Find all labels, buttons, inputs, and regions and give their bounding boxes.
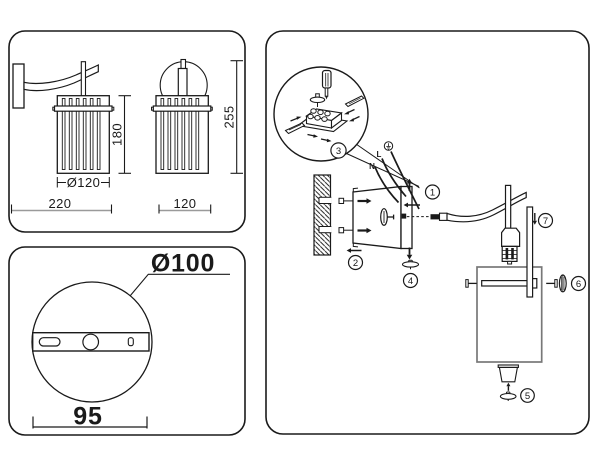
step-4-badge: 4: [402, 272, 419, 289]
bar-screw-left: [465, 279, 477, 288]
wall-plate: [12, 63, 25, 109]
center-hole: [82, 333, 100, 351]
side-dimensions: 255 120: [158, 60, 243, 214]
earth-wire: [390, 151, 420, 210]
locking-washer: [401, 259, 420, 270]
base-panel: Ø100 95: [8, 246, 246, 436]
earth-icon: [383, 141, 394, 151]
screw-direction-arrow: [357, 227, 372, 234]
mounting-bracket: [338, 178, 431, 250]
shade-slats: [160, 98, 200, 170]
step-2-arrow: [346, 248, 362, 253]
svg-text:4: 4: [408, 276, 413, 287]
shade-slats: [61, 98, 101, 170]
front-width-label: 220: [49, 196, 72, 211]
diameter-leader-line: [129, 273, 230, 297]
inset-leader-line: [346, 153, 420, 187]
svg-text:3: 3: [336, 146, 341, 157]
side-width-label: 120: [174, 196, 197, 211]
base-diameter-label: Ø100: [151, 250, 215, 278]
svg-text:5: 5: [525, 391, 530, 402]
step-1-arrow: [403, 202, 420, 208]
cable-lug-icons: [284, 95, 365, 135]
neutral-wire: [374, 166, 400, 204]
screw-direction-arrow: [357, 198, 372, 204]
terminal-block-icon: [296, 108, 349, 133]
step-3-badge: 3: [330, 142, 347, 159]
svg-text:1: 1: [430, 187, 435, 198]
finial-nut: [499, 391, 517, 401]
wall-notch: [318, 196, 332, 204]
screwdriver-icon: [321, 69, 332, 100]
lamp-front-view: [12, 61, 115, 174]
svg-text:7: 7: [543, 216, 548, 227]
dimensions-panel: 180 Ø120 220: [8, 30, 246, 233]
small-hole: [127, 337, 134, 347]
base-width-label: 95: [73, 403, 102, 431]
corner-tab: [352, 187, 359, 192]
wiring-detail-inset: [273, 66, 369, 162]
curved-arm: [446, 191, 527, 223]
wall-notch: [318, 226, 332, 234]
drop-rod: [504, 184, 512, 229]
step-5-arrow: [506, 382, 511, 391]
rail-hole: [401, 213, 407, 219]
step-5-badge: 5: [520, 388, 535, 403]
arm-collar: [438, 212, 448, 221]
bar-screw-right: [546, 279, 558, 288]
front-diameter-label: Ø120: [67, 175, 100, 190]
rod-block: [177, 67, 188, 97]
socket-nub: [507, 260, 513, 265]
step-7-badge: 7: [537, 212, 554, 229]
knurled-nut: [558, 274, 567, 293]
wall-section: [313, 174, 332, 256]
base-width-dimension: 95: [32, 403, 148, 431]
step-2-badge: 2: [347, 254, 364, 271]
screw-washer-icon: [309, 93, 326, 107]
socket-thread: [501, 245, 518, 262]
slot-hole: [38, 337, 61, 347]
socket-cup: [501, 227, 521, 247]
arm-threaded-tip: [430, 214, 440, 220]
step-6-badge: 6: [570, 275, 587, 292]
step-7-arrow: [532, 213, 537, 225]
supply-wires: [374, 141, 420, 210]
side-height-label: 255: [222, 106, 237, 129]
live-wire: [381, 158, 407, 198]
neutral-wire-label: N: [369, 162, 375, 171]
step-1-badge: 1: [424, 184, 441, 200]
base-circle: [31, 281, 153, 403]
bracket-rail: [400, 185, 413, 250]
shade-assembly: [465, 206, 567, 383]
arm-assembly: [430, 184, 527, 265]
insert-direction-arrows: [290, 108, 360, 143]
dimensions-panel-border: [8, 30, 246, 233]
mounting-screw: [338, 227, 353, 234]
svg-text:6: 6: [576, 279, 581, 290]
side-screw: [380, 208, 395, 226]
bottom-neck: [497, 364, 519, 383]
decor-rod: [526, 206, 534, 298]
front-dimensions: 180 Ø120 220: [10, 95, 131, 214]
installation-panel: L N 1 2 3: [265, 30, 590, 435]
corner-tab: [352, 243, 359, 248]
mounting-screw: [338, 197, 353, 205]
base-bracket-bar: [32, 331, 150, 352]
shade-cross-bar: [53, 105, 113, 112]
mounting-base-drawing: [31, 273, 230, 403]
lamp-arm: [23, 64, 99, 92]
svg-text:2: 2: [353, 258, 358, 269]
live-wire-label: L: [377, 150, 382, 159]
lamp-side-view: [151, 58, 213, 174]
shade-cross-bar: [152, 105, 212, 112]
front-height-label: 180: [110, 123, 125, 146]
step-4-arrow: [406, 247, 413, 260]
rod-top: [180, 58, 187, 70]
